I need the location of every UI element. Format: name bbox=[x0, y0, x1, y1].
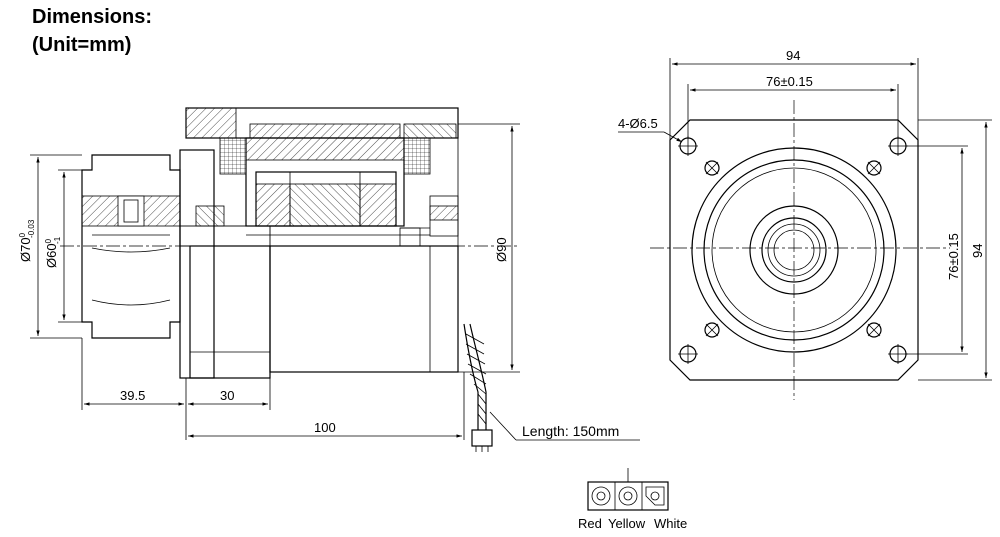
output-flange bbox=[81, 154, 181, 339]
dim-dia-90: Ø90 bbox=[458, 123, 520, 373]
screw-holes bbox=[704, 160, 882, 338]
dia-inner-tol-upper: 0 bbox=[44, 238, 53, 243]
dia-inner-label: Ø60 bbox=[44, 243, 59, 268]
dim-lengths: 39.5 30 100 bbox=[81, 338, 465, 440]
hole-spacing-v-label: 76±0.15 bbox=[946, 233, 961, 280]
dim-width-94: 94 bbox=[669, 48, 919, 140]
width-outer-label: 94 bbox=[786, 48, 800, 63]
dia-outer-label: Ø70 bbox=[18, 237, 33, 262]
holes-note: 4-Ø6.5 bbox=[618, 116, 683, 143]
dia-outer-tol-upper: 0 bbox=[18, 232, 27, 237]
unit-note: (Unit=mm) bbox=[32, 34, 132, 56]
dim-hole-spacing-h: 76±0.15 bbox=[687, 74, 899, 138]
hole-spacing-h-label: 76±0.15 bbox=[766, 74, 813, 89]
cable-length-label: Length: 150mm bbox=[522, 423, 619, 439]
dim-dia-60: Ø600-1 bbox=[44, 169, 92, 323]
dim-dia-70: Ø700-0.03 bbox=[18, 154, 82, 339]
cable-length-note: Length: 150mm bbox=[489, 411, 640, 441]
cable bbox=[463, 323, 493, 452]
front-view: 94 76±0.15 76±0.15 94 4-Ø6.5 bbox=[618, 48, 992, 400]
dia-inner-tol-lower: -1 bbox=[53, 236, 62, 244]
pin-yellow bbox=[618, 486, 638, 506]
dim-height-94: 94 bbox=[918, 119, 992, 381]
svg-text:Ø600-1: Ø600-1 bbox=[44, 236, 62, 268]
diagram-heading: Dimensions: bbox=[32, 6, 153, 28]
pin-white-label: White bbox=[654, 516, 687, 531]
svg-text:Ø700-0.03: Ø700-0.03 bbox=[18, 219, 36, 262]
pin-white bbox=[645, 486, 665, 506]
height-outer-label: 94 bbox=[970, 244, 985, 258]
mounting-plate bbox=[669, 119, 919, 381]
step-housing bbox=[179, 149, 271, 379]
holes-label: 4-Ø6.5 bbox=[618, 116, 658, 131]
pin-yellow-label: Yellow bbox=[608, 516, 646, 531]
len-total-label: 100 bbox=[314, 420, 336, 435]
mounting-holes bbox=[678, 136, 908, 364]
dim-hole-spacing-v: 76±0.15 bbox=[906, 145, 968, 355]
pin-red-label: Red bbox=[578, 516, 602, 531]
connector-diagram: Red Yellow White bbox=[578, 468, 687, 531]
dia-body-label: Ø90 bbox=[494, 237, 509, 262]
side-view: Ø700-0.03 Ø600-1 Ø90 bbox=[18, 107, 640, 452]
motor-body bbox=[269, 245, 459, 373]
pin-red bbox=[591, 486, 611, 506]
len-flange-label: 39.5 bbox=[120, 388, 145, 403]
motor-section bbox=[185, 107, 459, 247]
len-step-label: 30 bbox=[220, 388, 234, 403]
dia-outer-tol-lower: -0.03 bbox=[27, 219, 36, 238]
